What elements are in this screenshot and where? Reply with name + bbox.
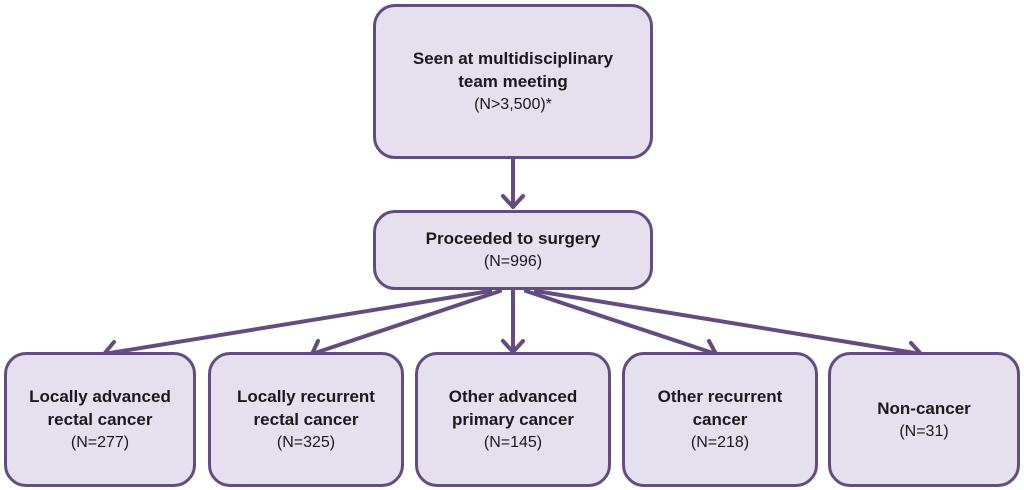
arrow-to-outcome-4: [524, 289, 718, 356]
box-count: (N=145): [483, 434, 543, 451]
box-count: (N=31): [899, 422, 949, 440]
box-mdt-meeting: Seen at multidisciplinary team meeting (…: [373, 4, 653, 159]
box-title: primary cancer: [452, 410, 574, 429]
box-title: rectal cancer: [47, 410, 153, 429]
box-title: cancer: [692, 410, 748, 429]
arrow-to-outcome-2: [310, 289, 502, 356]
box-title: Seen at multidisciplinary: [412, 49, 614, 68]
box-title: team meeting: [458, 72, 568, 91]
box-count: (N=277): [70, 434, 130, 451]
box-title: Other advanced: [448, 387, 578, 406]
arrowhead-top-to-middle: [501, 194, 525, 209]
box-count: (N=996): [483, 253, 543, 270]
box-count: (N=218): [690, 434, 750, 451]
arrow-to-outcome-1: [102, 289, 492, 356]
box-title: Locally recurrent: [237, 387, 375, 406]
box-locally-recurrent-rectal: Locally recurrent rectal cancer (N=325): [208, 352, 404, 487]
box-non-cancer: Non-cancer (N=31): [828, 352, 1020, 487]
box-title: Other recurrent: [657, 387, 783, 406]
arrow-to-outcome-5: [534, 289, 923, 356]
box-title: Locally advanced: [29, 387, 171, 406]
box-count: (N=325): [276, 434, 336, 451]
box-locally-advanced-rectal: Locally advanced rectal cancer (N=277): [4, 352, 196, 487]
box-title: rectal cancer: [253, 410, 359, 429]
box-title: Non-cancer: [877, 398, 971, 418]
box-other-advanced-primary: Other advanced primary cancer (N=145): [415, 352, 611, 487]
box-title: Proceeded to surgery: [425, 229, 601, 248]
box-other-recurrent: Other recurrent cancer (N=218): [622, 352, 818, 487]
box-count: (N>3,500)*: [474, 96, 552, 113]
box-proceeded-to-surgery: Proceeded to surgery (N=996): [373, 210, 653, 290]
